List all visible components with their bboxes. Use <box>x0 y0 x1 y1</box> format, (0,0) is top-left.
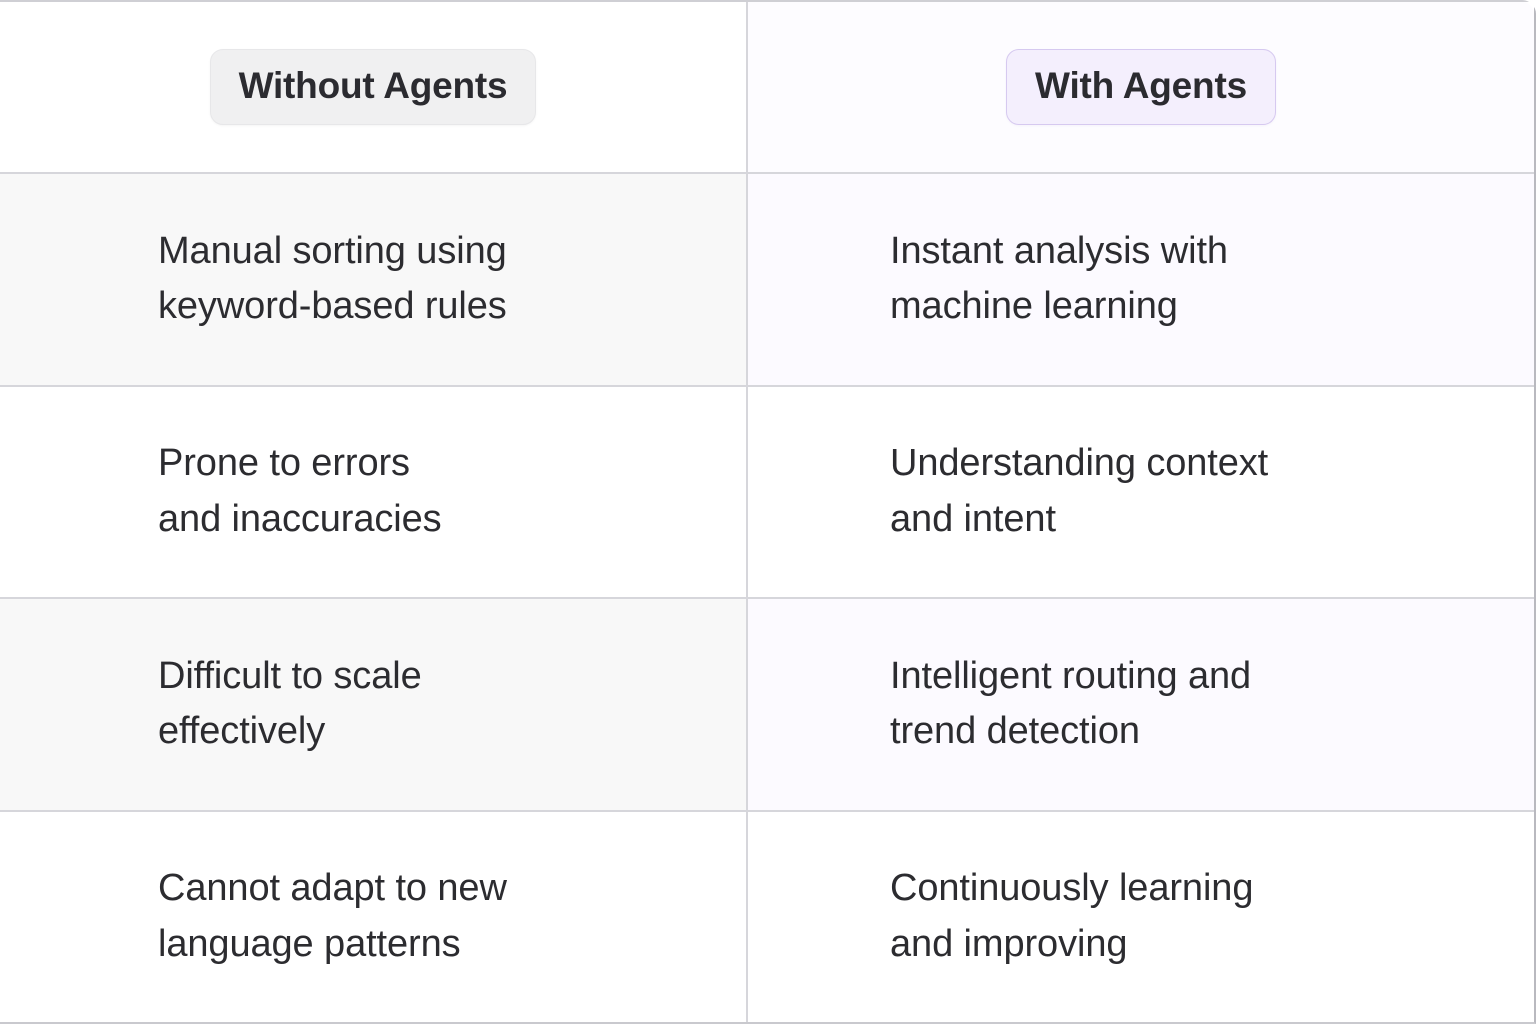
cell-without-agents: Cannot adapt to new language patterns <box>0 811 748 1022</box>
badge-without-agents: Without Agents <box>209 49 537 125</box>
badge-with-agents: With Agents <box>1006 49 1276 125</box>
table-header-row: Without Agents With Agents <box>0 2 1534 174</box>
table-row: Manual sorting using keyword-based rules… <box>0 174 1534 387</box>
table-row: Prone to errors and inaccuracies Underst… <box>0 386 1534 599</box>
cell-with-agents: Continuously learning and improving <box>748 811 1534 1022</box>
column-header-without-agents: Without Agents <box>0 2 748 172</box>
cell-text: Continuously learning and improving <box>890 867 1254 965</box>
table-body: Manual sorting using keyword-based rules… <box>0 174 1534 1022</box>
cell-text: Understanding context and intent <box>890 442 1269 540</box>
cell-text: Prone to errors and inaccuracies <box>158 442 442 540</box>
cell-text: Difficult to scale effectively <box>158 654 422 753</box>
cell-with-agents: Instant analysis with machine learning <box>748 174 1534 385</box>
cell-without-agents: Prone to errors and inaccuracies <box>0 386 748 597</box>
cell-text: Cannot adapt to new language patterns <box>158 867 507 965</box>
cell-without-agents: Manual sorting using keyword-based rules <box>0 174 748 385</box>
cell-without-agents: Difficult to scale effectively <box>0 599 748 810</box>
cell-text: Manual sorting using keyword-based rules <box>158 229 507 328</box>
table-row: Cannot adapt to new language patterns Co… <box>0 811 1534 1022</box>
cell-with-agents: Understanding context and intent <box>748 386 1534 597</box>
cell-text: Intelligent routing and trend detection <box>890 654 1252 753</box>
column-header-with-agents: With Agents <box>748 2 1534 172</box>
cell-with-agents: Intelligent routing and trend detection <box>748 599 1534 810</box>
table-row: Difficult to scale effectively Intellige… <box>0 599 1534 812</box>
cell-text: Instant analysis with machine learning <box>890 229 1228 328</box>
